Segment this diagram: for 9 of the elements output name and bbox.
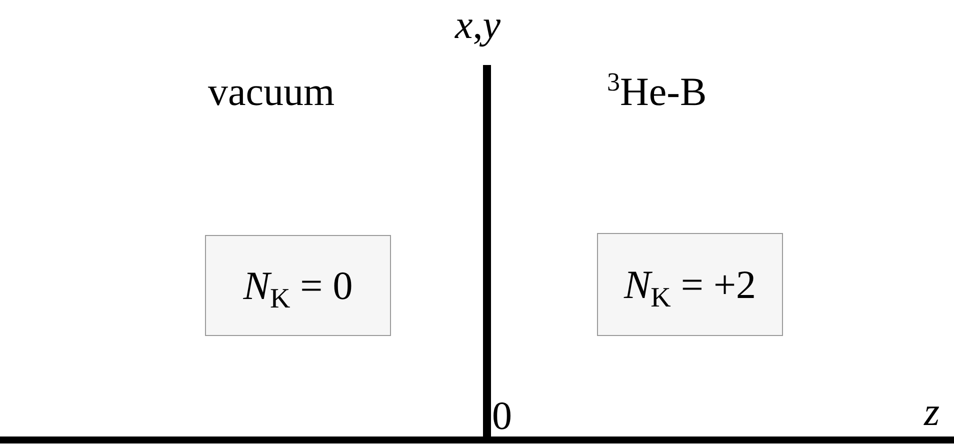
region-label: vacuum: [208, 72, 335, 112]
axis-label: z: [924, 392, 940, 432]
value-box: [205, 235, 391, 336]
value-box: [597, 233, 783, 336]
winding-number-text: N$_{K}$ = 0: [243, 262, 353, 309]
winding-number-text: N$_{K}$ = +2: [624, 261, 756, 308]
region-label: $^{3}$He-B: [607, 72, 707, 112]
origin-label: 0: [492, 396, 512, 436]
axis-label: x,y: [455, 5, 501, 45]
